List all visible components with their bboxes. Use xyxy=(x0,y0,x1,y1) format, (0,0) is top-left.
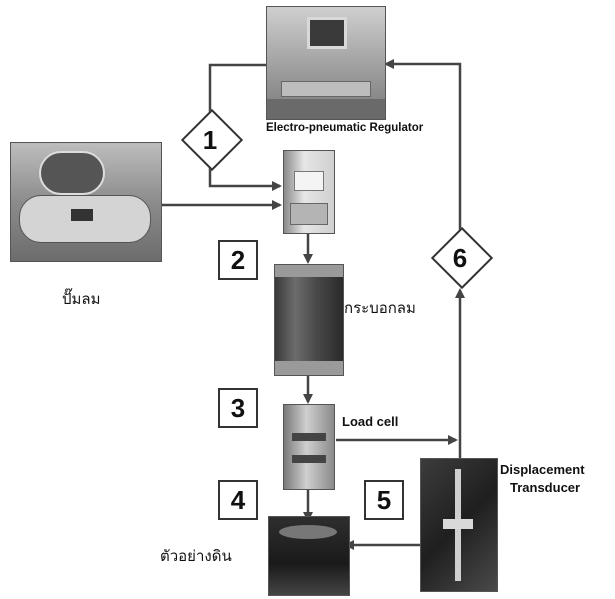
desk-shape xyxy=(267,99,385,119)
step-6-number: 6 xyxy=(430,243,490,273)
keyboard-shape xyxy=(281,81,371,97)
soil-sample-photo xyxy=(268,516,350,596)
regulator-panel xyxy=(294,171,324,191)
arrow-feedback-to-computer xyxy=(386,64,460,230)
transducer-photo xyxy=(420,458,498,592)
pump-label: ปั๊มลม xyxy=(62,287,101,311)
cylinder-top-plate xyxy=(275,265,343,277)
cylinder-bottom-plate xyxy=(275,361,343,375)
transducer-label-line1: Displacement xyxy=(500,462,585,477)
monitor-screen xyxy=(307,17,347,49)
soil-sample-label: ตัวอย่างดิน xyxy=(160,544,232,568)
step-1-number: 1 xyxy=(180,125,240,155)
loadcell-slot xyxy=(292,433,326,441)
cylinder-label: กระบอกลม xyxy=(344,296,416,320)
regulator-label: Electro-pneumatic Regulator xyxy=(266,122,423,134)
sample-rim xyxy=(279,525,337,539)
transducer-label-line2: Transducer xyxy=(510,480,580,495)
step-5-box: 5 xyxy=(364,480,404,520)
regulator-base xyxy=(290,203,328,225)
pump-photo xyxy=(10,142,162,262)
loadcell-label: Load cell xyxy=(342,414,398,429)
transducer-clamp xyxy=(443,519,473,529)
step-4-box: 4 xyxy=(218,480,258,520)
step-3-box: 3 xyxy=(218,388,258,428)
loadcell-photo xyxy=(283,404,335,490)
pump-motor xyxy=(39,151,105,195)
step-2-box: 2 xyxy=(218,240,258,280)
loadcell-slot-2 xyxy=(292,455,326,463)
computer-photo xyxy=(266,6,386,120)
pump-badge xyxy=(71,209,93,221)
cylinder-photo xyxy=(274,264,344,376)
regulator-photo xyxy=(283,150,335,234)
